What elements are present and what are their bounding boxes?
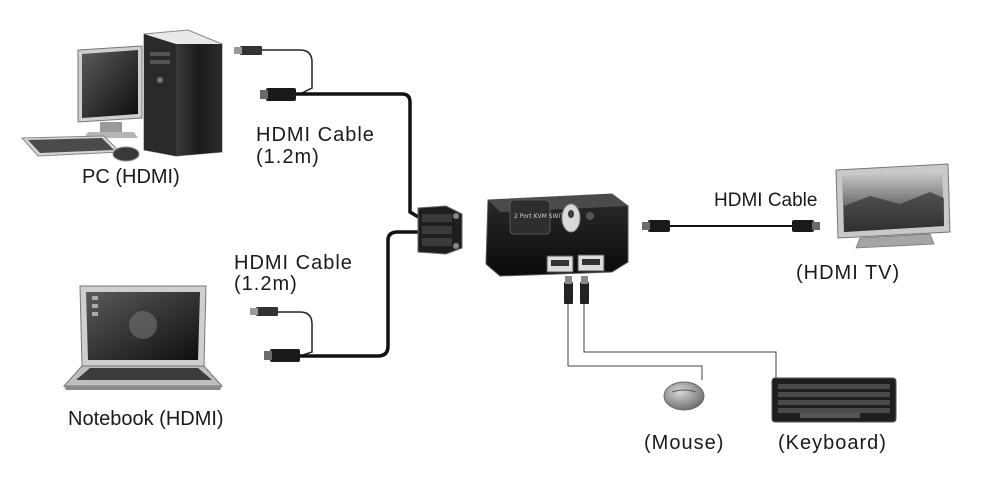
keyboard-icon <box>771 377 897 423</box>
keyboard-usb-plug-icon <box>580 276 589 304</box>
pc-computer-icon <box>20 29 223 162</box>
tv-cable-label: HDMI Cable <box>714 190 818 211</box>
keyboard-label: (Keyboard) <box>778 432 887 454</box>
tv-cable-plug-left-icon <box>642 220 670 232</box>
dvi-connector-icon <box>417 205 463 255</box>
hdmi-tv-icon <box>835 163 951 249</box>
notebook-icon <box>62 285 224 390</box>
pc-cable-length: (1.2m) <box>256 146 320 168</box>
pc-hdmi-plug-icon <box>260 88 296 101</box>
mouse-usb-plug-icon <box>564 276 573 304</box>
pc-label: PC (HDMI) <box>82 166 180 188</box>
tv-label: (HDMI TV) <box>796 262 901 284</box>
notebook-hdmi-plug-icon <box>264 349 300 362</box>
mouse-cable <box>567 304 703 380</box>
tv-cable-plug-right-icon <box>792 220 820 232</box>
pc-cable-label: HDMI Cable <box>256 124 375 146</box>
keyboard-cable <box>583 304 777 380</box>
pc-usb-plug-icon <box>234 46 262 55</box>
notebook-hdmi-cable <box>276 230 420 358</box>
notebook-cable-length: (1.2m) <box>234 273 298 295</box>
pc-hdmi-cable <box>262 49 421 220</box>
switch-brand-text: 2 Port KVM SWITCH <box>514 213 572 220</box>
notebook-usb-plug-icon <box>250 307 278 316</box>
mouse-label: (Mouse) <box>644 432 725 454</box>
notebook-label: Notebook (HDMI) <box>68 408 224 430</box>
mouse-icon <box>663 381 705 411</box>
notebook-cable-label: HDMI Cable <box>234 252 353 274</box>
kvm-switch-device: 2 Port KVM SWITCH <box>485 193 629 277</box>
